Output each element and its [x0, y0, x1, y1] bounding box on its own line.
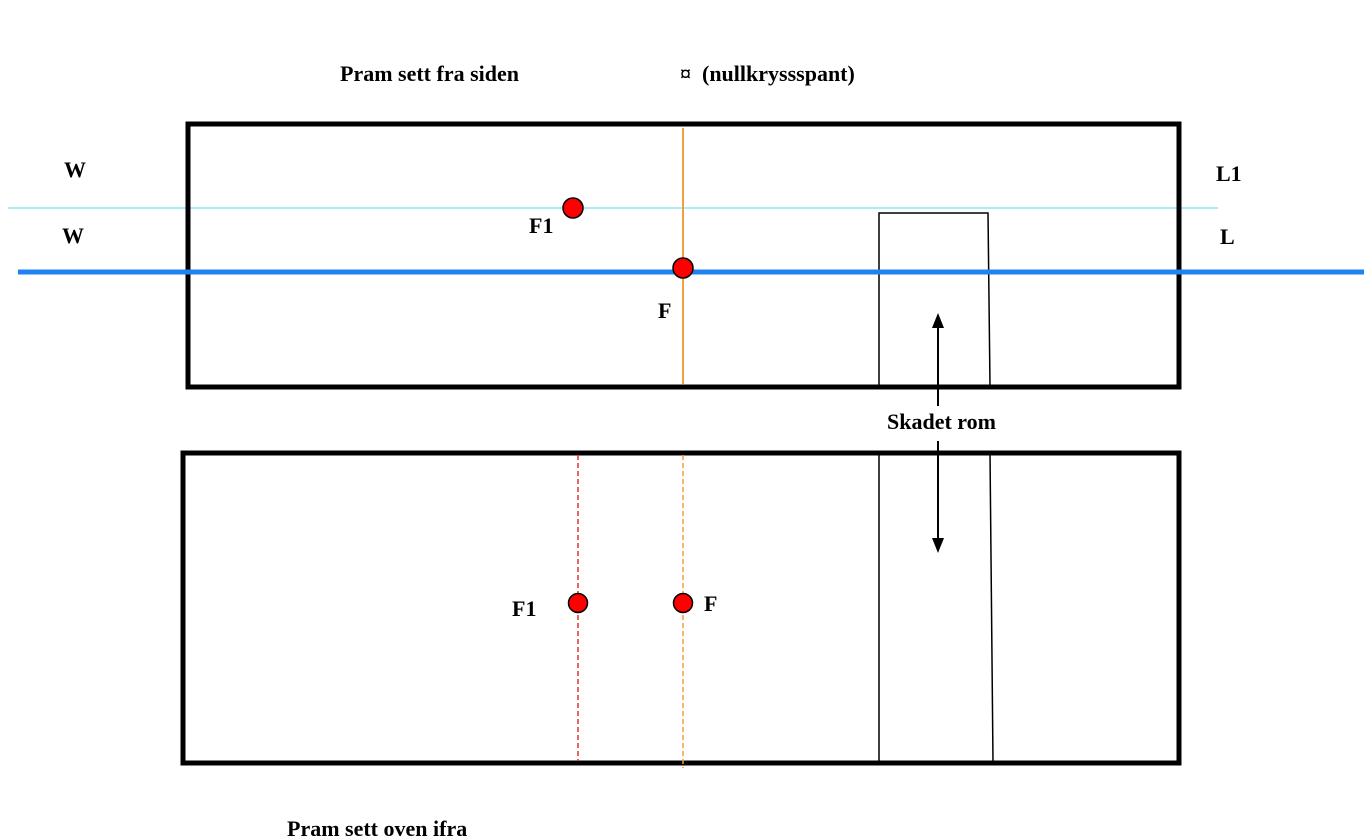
arrow-up-head-icon [932, 313, 944, 328]
zero-frame-label: ¤ (nullkryssspant) [680, 61, 855, 86]
side-view-point-f [672, 257, 694, 279]
waterline-label-l1: L1 [1216, 161, 1242, 186]
side-view-label-f1: F1 [529, 213, 553, 238]
top-view-damaged-room [878, 452, 994, 763]
side-view-title: Pram sett fra siden [340, 61, 519, 86]
waterline-label-l: L [1220, 224, 1235, 249]
top-view-label-f: F [704, 591, 717, 616]
side-view-point-f1 [562, 197, 584, 219]
side-view-damaged-room [878, 212, 991, 387]
damaged-room-label: Skadet rom [887, 409, 996, 434]
top-view-hull [180, 450, 1182, 766]
top-view-label-f1: F1 [512, 596, 536, 621]
side-view-hull [185, 121, 1182, 390]
side-view-label-f: F [658, 298, 671, 323]
top-view-point-f1 [567, 592, 589, 614]
arrow-down-head-icon [932, 538, 944, 553]
waterline-label-w-lower: W [62, 223, 84, 248]
waterline-label-w-upper: W [64, 157, 86, 182]
top-view-title: Pram sett oven ifra [287, 816, 467, 839]
top-view-point-f [672, 592, 694, 614]
